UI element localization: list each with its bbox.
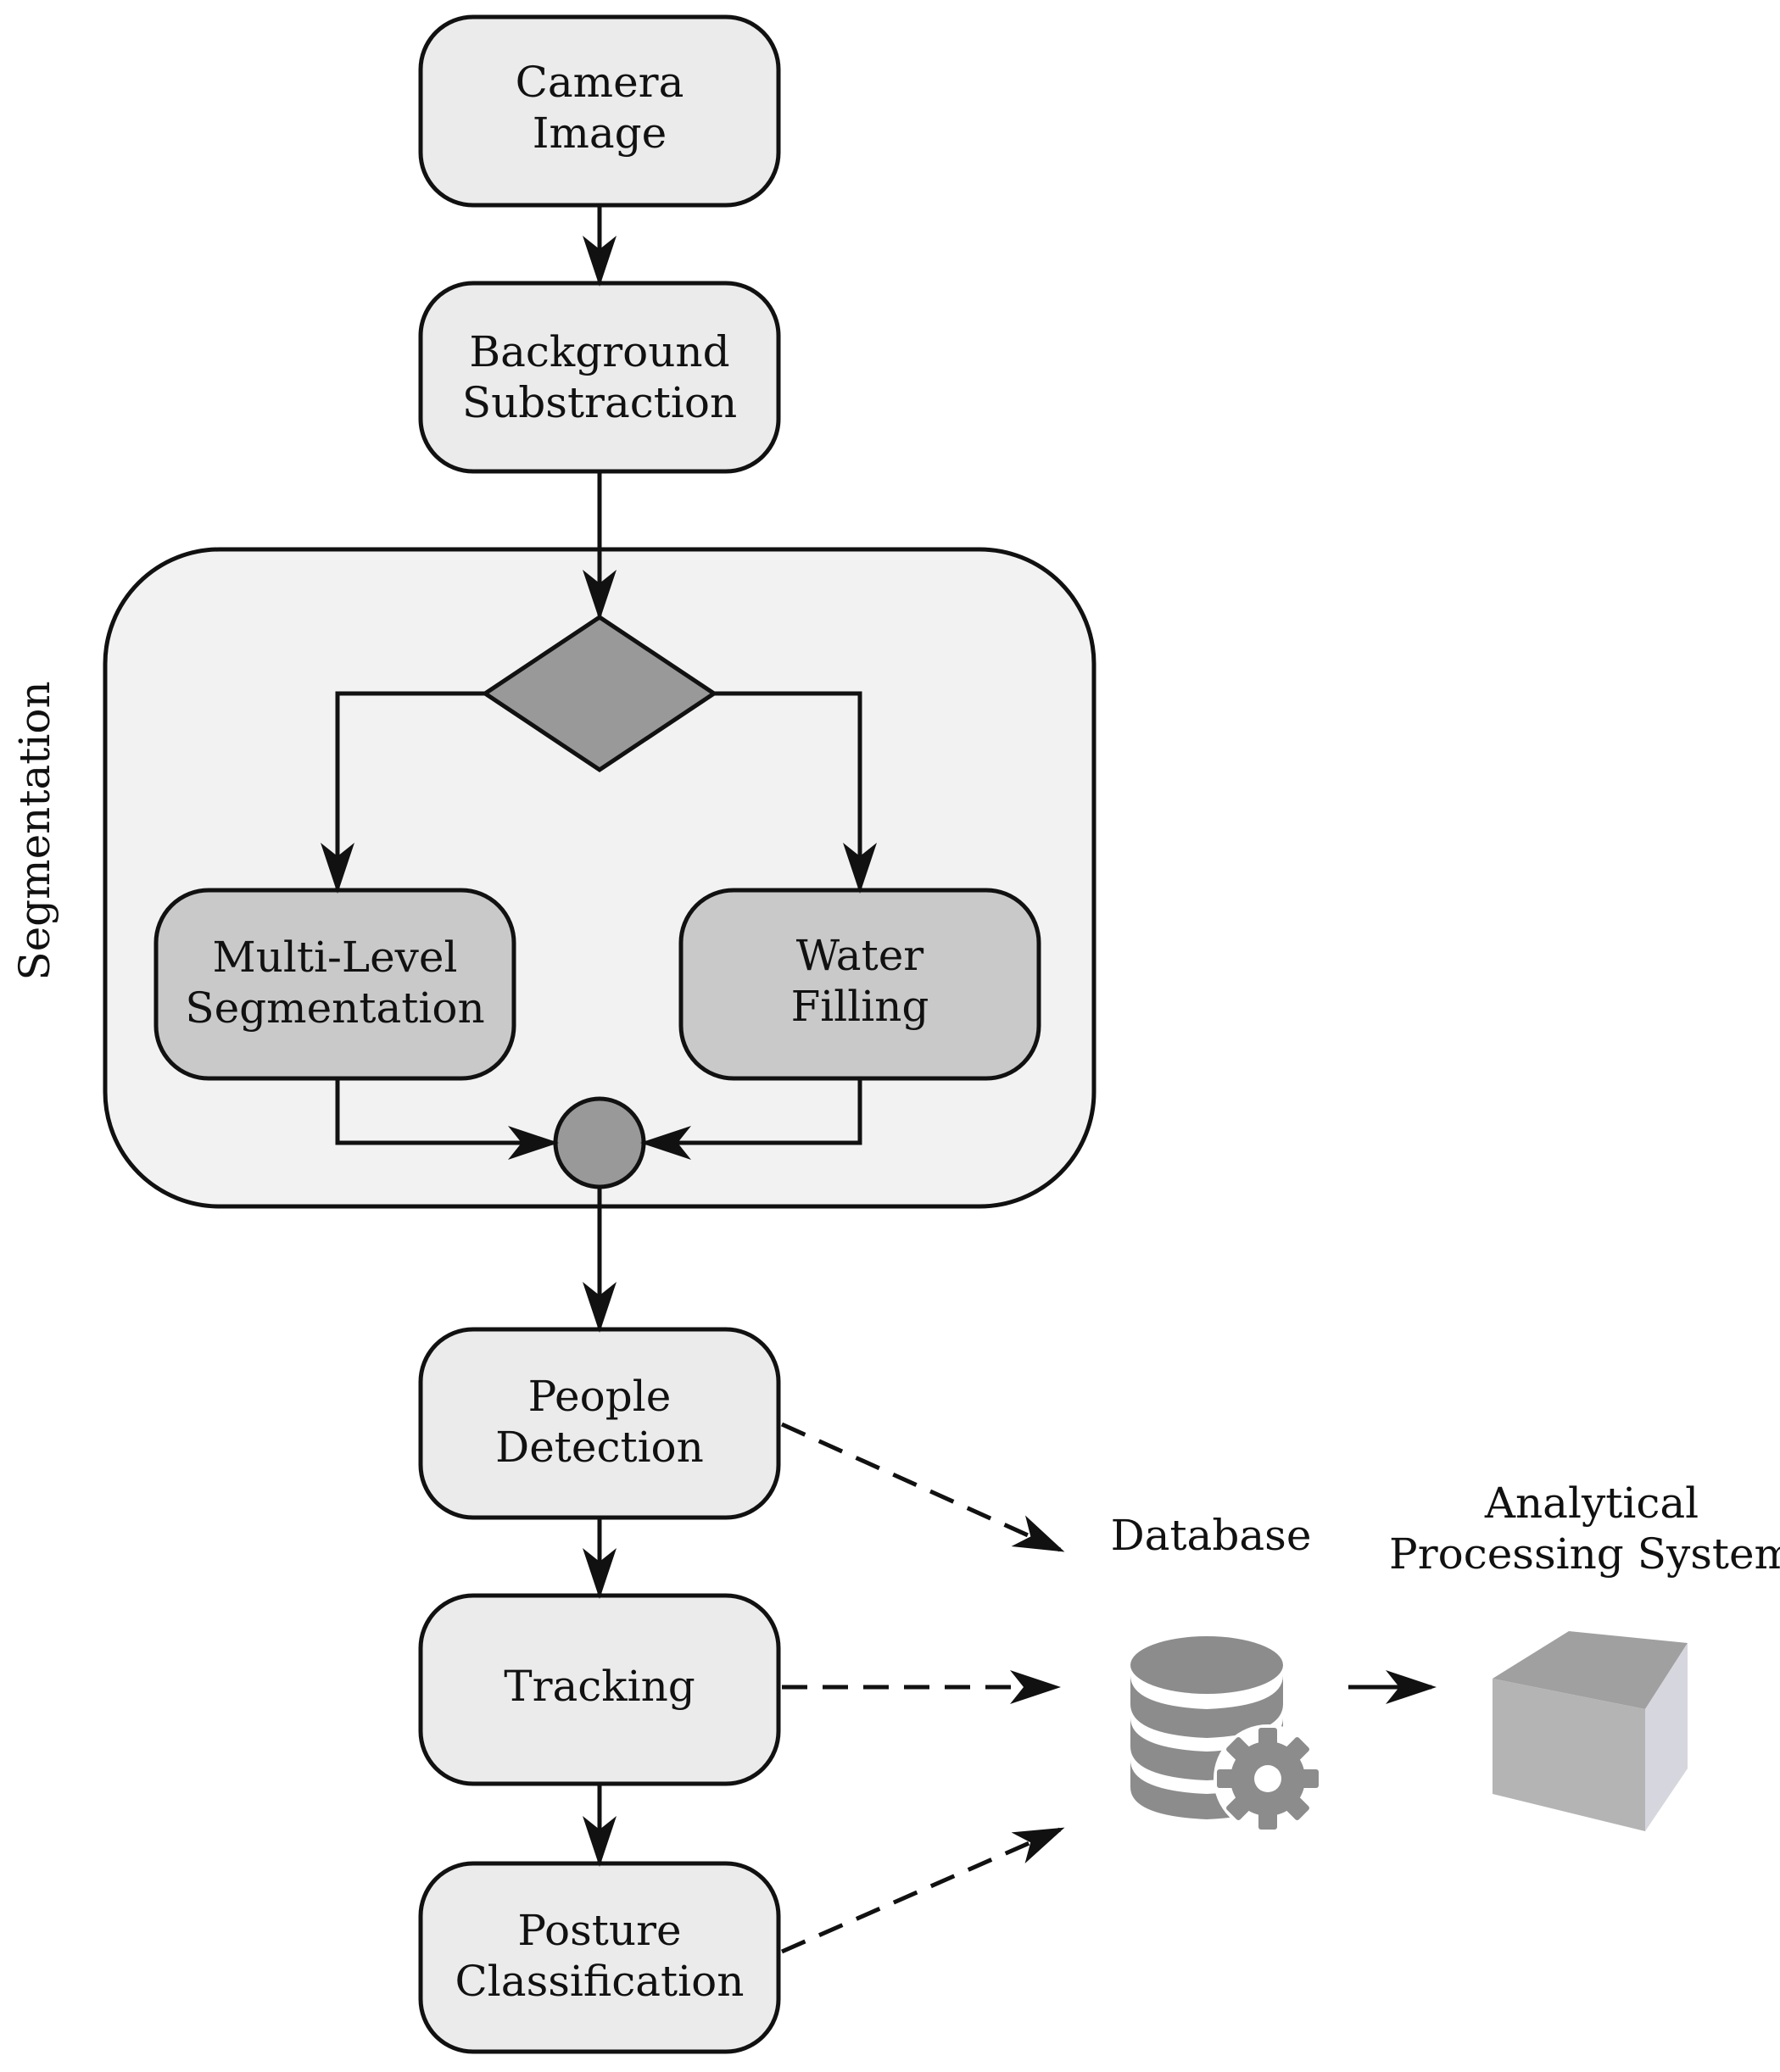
multi-level-segmentation-label-line2: Segmentation	[185, 983, 484, 1033]
people-detection-label-line1: People	[528, 1372, 672, 1421]
camera-image-label-line2: Image	[533, 109, 667, 158]
camera-image-node: Camera Image	[418, 14, 781, 208]
edge-people-to-database	[780, 1422, 1065, 1552]
edge-multilevel-to-merge	[335, 1078, 559, 1160]
cube-icon	[1493, 1631, 1688, 1831]
background-substraction-node: Background Substraction	[418, 281, 781, 474]
water-filling-label-line2: Filling	[791, 982, 929, 1031]
multi-level-segmentation-node: Multi-Level Segmentation	[153, 888, 516, 1081]
edge-posture-to-database	[780, 1827, 1065, 1954]
decision-diamond	[481, 614, 718, 773]
analytical-system-label-line1: Analytical	[1484, 1479, 1699, 1528]
edge-waterfilling-to-merge	[640, 1078, 862, 1160]
analytical-system-label-line2: Processing System	[1389, 1529, 1780, 1579]
edge-decision-to-multilevel	[321, 691, 485, 894]
posture-classification-node: Posture Classification	[418, 1861, 781, 2054]
multi-level-segmentation-label-line1: Multi-Level	[213, 933, 458, 982]
posture-classification-label-line2: Classification	[455, 1957, 745, 2006]
database-label: Database	[1111, 1511, 1312, 1560]
background-substraction-label-line2: Substraction	[462, 378, 737, 427]
water-filling-label-line1: Water	[796, 931, 924, 980]
segmentation-group-label: Segmentation	[10, 681, 59, 980]
people-detection-node: People Detection	[418, 1327, 781, 1520]
posture-classification-label-line1: Posture	[517, 1906, 681, 1955]
water-filling-node: Water Filling	[678, 888, 1041, 1081]
tracking-label: Tracking	[504, 1662, 695, 1711]
people-detection-label-line2: Detection	[495, 1423, 704, 1472]
camera-image-label-line1: Camera	[516, 58, 684, 107]
tracking-node: Tracking	[418, 1593, 781, 1786]
merge-node	[553, 1096, 646, 1189]
edge-decision-to-waterfilling	[714, 691, 877, 894]
background-substraction-label-line1: Background	[469, 327, 729, 376]
database-gear-icon	[1130, 1636, 1322, 1833]
